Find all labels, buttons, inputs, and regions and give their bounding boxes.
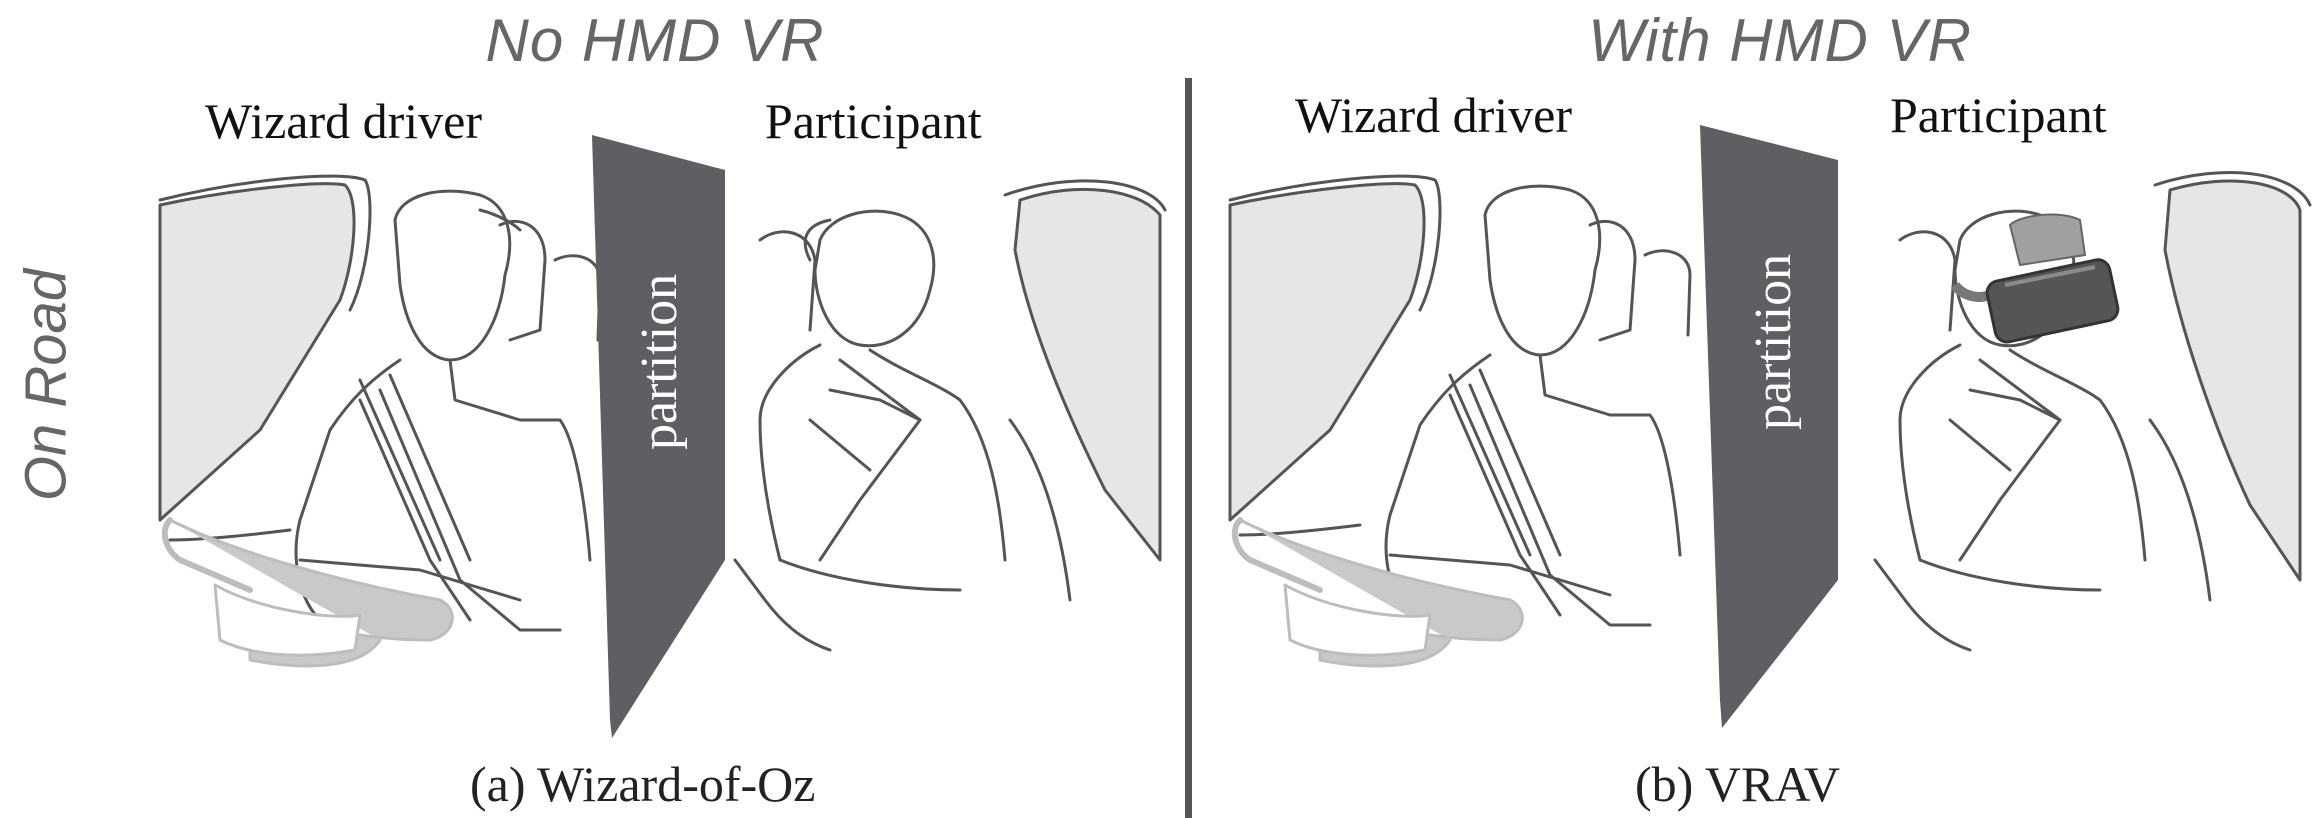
- panel-divider: [1185, 78, 1192, 818]
- partition-panel-b: [1700, 125, 1838, 728]
- participant-label-a: Participant: [765, 93, 982, 149]
- wizard-driver-label-a: Wizard driver: [205, 93, 483, 149]
- caption-b: (b) VRAV: [1635, 756, 1841, 812]
- panel-a-illustration: [158, 135, 1167, 738]
- caption-a: (a) Wizard-of-Oz: [470, 756, 816, 812]
- partition-label-a: partition: [631, 274, 688, 450]
- header-no-hmd-vr: No HMD VR: [485, 7, 825, 74]
- wizard-driver-label-b: Wizard driver: [1295, 87, 1573, 143]
- participant-label-b: Participant: [1890, 87, 2107, 143]
- vr-headset-icon: [1950, 213, 2120, 344]
- panel-b-illustration: [1228, 125, 2312, 728]
- partition-panel-a: [592, 135, 725, 738]
- partition-label-b: partition: [1745, 254, 1802, 430]
- header-with-hmd-vr: With HMD VR: [1588, 7, 1972, 74]
